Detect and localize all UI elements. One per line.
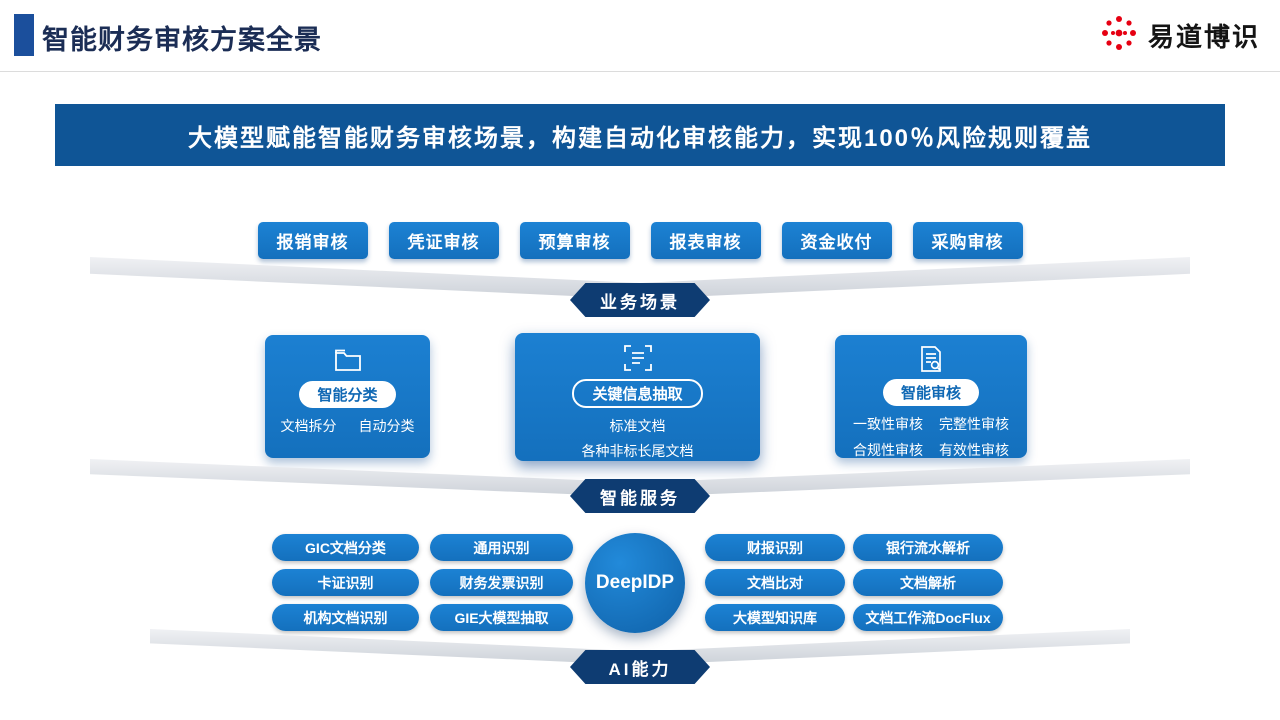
capability-pill: 文档工作流DocFlux <box>853 604 1003 631</box>
capability-pill: 文档比对 <box>705 569 845 596</box>
headline-text: 大模型赋能智能财务审核场景，构建自动化审核能力，实现100％风险规则覆盖 <box>187 124 1093 152</box>
page-title: 智能财务审核方案全景 <box>42 25 322 55</box>
business-button-expense: 报销审核 <box>257 222 368 259</box>
card-item: 标准文档 <box>609 418 666 434</box>
card-item: 完整性审核 <box>939 416 1009 432</box>
capability-pill: 财报识别 <box>705 534 845 561</box>
card-item: 各种非标长尾文档 <box>581 443 694 459</box>
card-item: 自动分类 <box>358 418 415 434</box>
card-body: 一致性审核 完整性审核 合规性审核 有效性审核 <box>853 414 1009 460</box>
service-card-extraction: 关键信息抽取 标准文档 各种非标长尾文档 <box>515 333 760 461</box>
doc-audit-icon <box>918 345 944 373</box>
card-item: 一致性审核 <box>853 416 923 432</box>
capability-pill: 财务发票识别 <box>430 569 573 596</box>
card-body: 标准文档 各种非标长尾文档 <box>582 416 694 461</box>
business-button-report: 报表审核 <box>650 222 761 259</box>
header: 智能财务审核方案全景 <box>0 0 1280 72</box>
capability-pill: GIE大模型抽取 <box>430 604 573 631</box>
ai-capability-column-1: GIC文档分类 卡证识别 机构文档识别 <box>272 534 419 631</box>
scan-icon <box>623 343 653 373</box>
card-body: 文档拆分 自动分类 <box>281 416 415 436</box>
logo: 易道博识 <box>1099 13 1260 58</box>
card-title-audit: 智能审核 <box>882 379 979 406</box>
capability-pill: GIC文档分类 <box>272 534 419 561</box>
business-button-funds: 资金收付 <box>781 222 892 259</box>
capability-pill: 通用识别 <box>430 534 573 561</box>
title-accent-bar <box>14 14 34 56</box>
card-item: 文档拆分 <box>280 418 337 434</box>
business-button-voucher: 凭证审核 <box>388 222 499 259</box>
stage-label-ai: AI能力 <box>570 650 710 684</box>
stage-label-services: 智能服务 <box>570 479 710 513</box>
ai-capability-column-4: 银行流水解析 文档解析 文档工作流DocFlux <box>853 534 1003 631</box>
card-title-extraction: 关键信息抽取 <box>572 379 703 408</box>
ai-capability-column-3: 财报识别 文档比对 大模型知识库 <box>705 534 845 631</box>
business-button-procurement: 采购审核 <box>912 222 1023 259</box>
service-card-classification: 智能分类 文档拆分 自动分类 <box>265 335 430 458</box>
service-card-audit: 智能审核 一致性审核 完整性审核 合规性审核 有效性审核 <box>835 335 1027 458</box>
capability-pill: 卡证识别 <box>272 569 419 596</box>
deepidp-circle: DeepIDP <box>585 533 685 633</box>
capability-pill: 银行流水解析 <box>853 534 1003 561</box>
headline-banner: 大模型赋能智能财务审核场景，构建自动化审核能力，实现100％风险规则覆盖 <box>55 104 1225 166</box>
card-item: 有效性审核 <box>939 442 1009 458</box>
logo-dots-icon <box>1099 13 1139 58</box>
card-item: 合规性审核 <box>853 442 923 458</box>
capability-pill: 机构文档识别 <box>272 604 419 631</box>
stage-label-business: 业务场景 <box>570 283 710 317</box>
capability-pill: 大模型知识库 <box>705 604 845 631</box>
ai-capability-column-2: 通用识别 财务发票识别 GIE大模型抽取 <box>430 534 573 631</box>
card-title-classification: 智能分类 <box>299 381 396 408</box>
business-button-budget: 预算审核 <box>519 222 630 259</box>
business-button-row: 报销审核 凭证审核 预算审核 报表审核 资金收付 采购审核 <box>0 222 1280 259</box>
capability-pill: 文档解析 <box>853 569 1003 596</box>
logo-text: 易道博识 <box>1147 22 1260 52</box>
folder-icon <box>333 345 363 375</box>
